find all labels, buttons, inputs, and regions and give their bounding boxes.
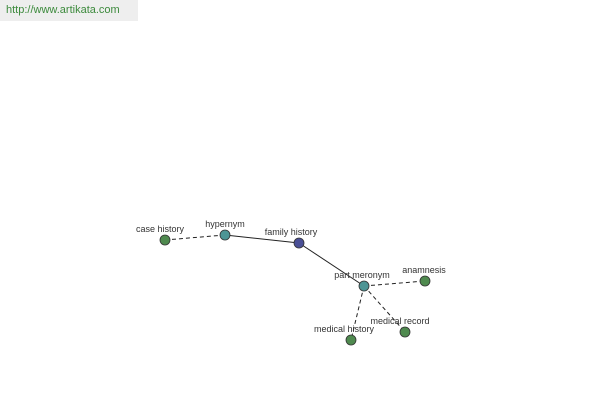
node-label-medical-record: medical record (370, 316, 429, 326)
edge-hypernym-to-family-history (224, 234, 300, 244)
node-case-history[interactable] (159, 234, 171, 246)
edge-part-meronym-to-medical-history (350, 285, 365, 341)
edge-layer (164, 234, 426, 341)
edge-case-history-to-hypernym (164, 234, 226, 241)
node-label-medical-history: medical history (314, 324, 375, 334)
node-family-history[interactable] (293, 237, 305, 249)
node-label-anamnesis: anamnesis (402, 265, 446, 275)
node-label-case-history: case history (136, 224, 185, 234)
source-link[interactable]: http://www.artikata.com (6, 4, 120, 16)
node-layer (159, 229, 431, 346)
node-part-meronym[interactable] (358, 280, 370, 292)
node-label-hypernym: hypernym (205, 219, 245, 229)
node-anamnesis[interactable] (419, 275, 431, 287)
label-layer: case history hypernym family history part m… (136, 219, 446, 334)
node-medical-record[interactable] (399, 326, 411, 338)
edge-family-history-to-part-meronym (298, 242, 365, 287)
node-hypernym[interactable] (219, 229, 231, 241)
url-bar: http://www.artikata.com (0, 0, 138, 21)
node-medical-history[interactable] (345, 334, 357, 346)
node-label-family-history: family history (265, 227, 318, 237)
node-label-part-meronym: part meronym (334, 270, 390, 280)
edge-part-meronym-to-anamnesis (363, 280, 426, 287)
edge-part-meronym-to-medical-record (363, 285, 406, 333)
